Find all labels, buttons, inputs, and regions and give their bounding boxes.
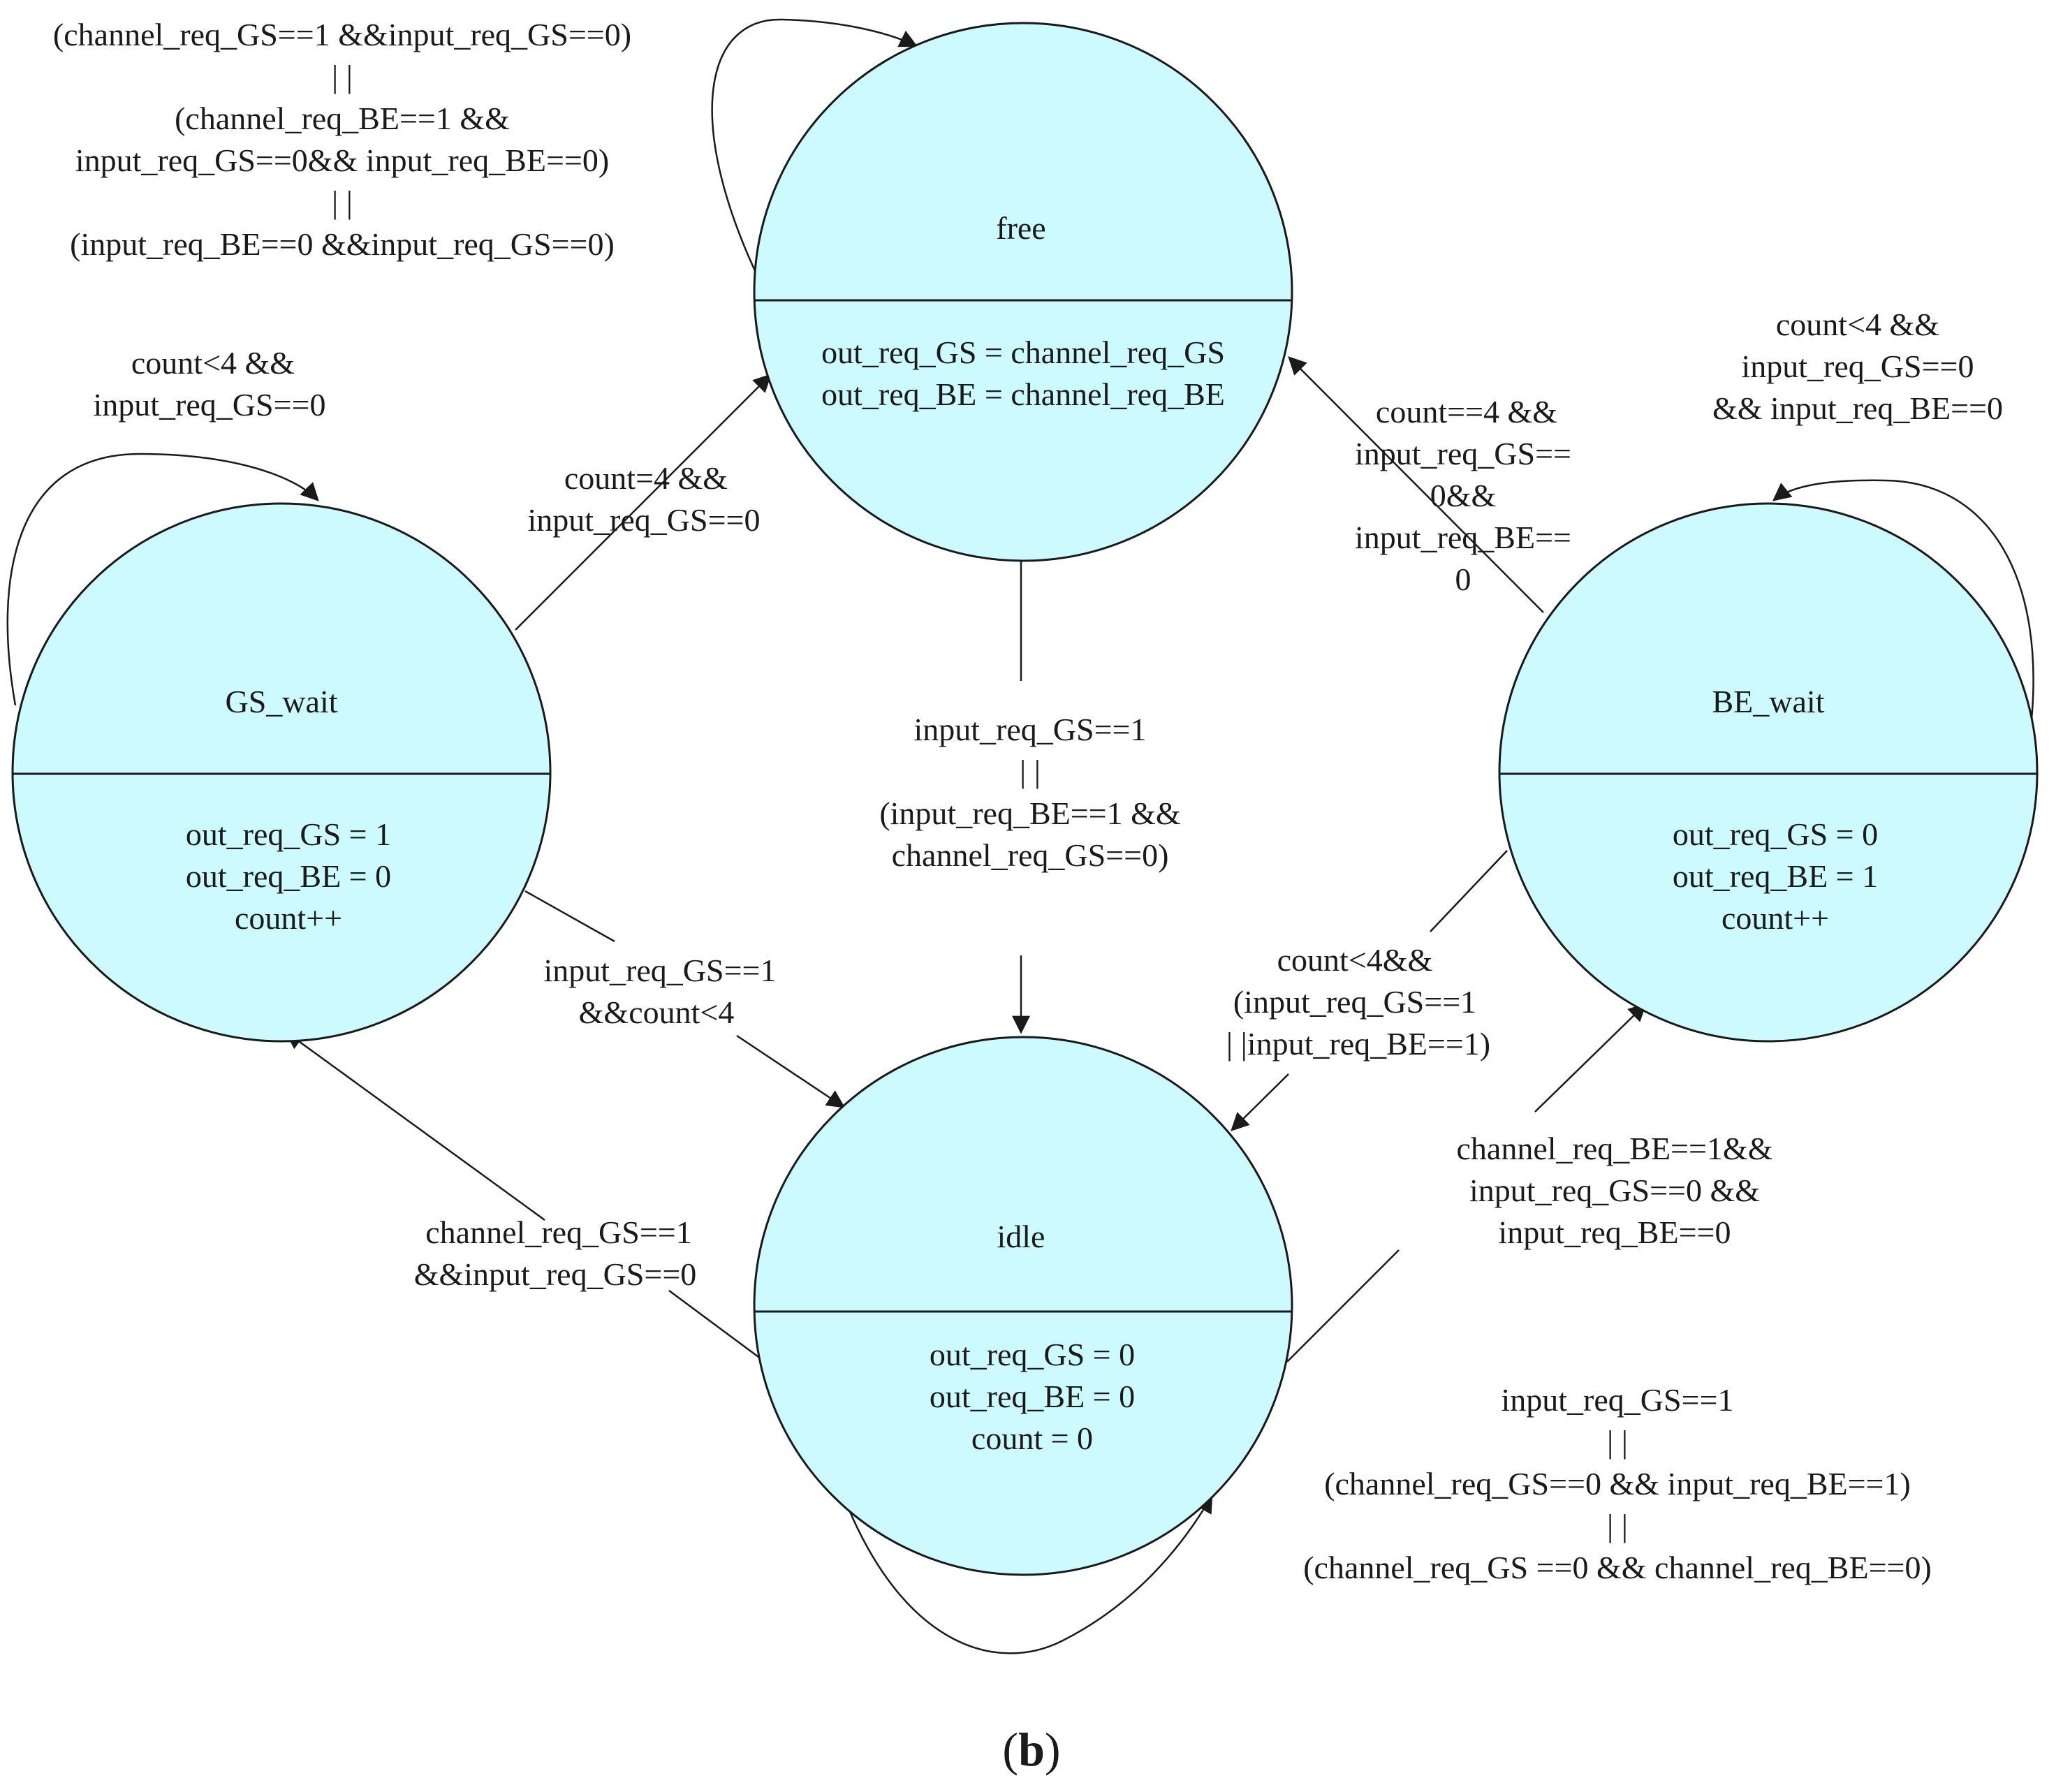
edges — [6, 18, 2034, 1654]
label-gs-wait-self: count<4 && input_req_GS==0 — [94, 345, 326, 423]
edge-be-wait-self-loop — [1772, 479, 2034, 727]
transition-label-line: input_req_GS==0&& input_req_BE==0) — [75, 142, 609, 178]
caption-close-paren: ) — [1045, 1723, 1061, 1776]
transition-label-line: input_req_GS== — [1355, 436, 1571, 471]
label-free-self: (channel_req_GS==1 &&input_req_GS==0) | … — [53, 17, 631, 262]
state-be-wait-name: BE_wait — [1712, 684, 1825, 719]
label-gs-wait-to-idle: input_req_GS==1 &&count<4 — [544, 953, 777, 1030]
state-idle: idle out_req_GS = 0 out_req_BE = 0 count… — [753, 1036, 1293, 1576]
state-free-action: out_req_GS = channel_req_GS — [821, 335, 1225, 370]
transition-label-line: (channel_req_GS==0 && input_req_BE==1) — [1324, 1466, 1911, 1501]
state-be-wait-action: out_req_BE = 1 — [1673, 858, 1878, 894]
transition-label-line: channel_req_BE==1&& — [1457, 1131, 1773, 1166]
label-gs-wait-to-free: count=4 && input_req_GS==0 — [528, 460, 761, 538]
transition-label-line: input_req_BE==0 — [1499, 1214, 1731, 1250]
state-be-wait-action: out_req_GS = 0 — [1673, 816, 1878, 852]
transition-label-line: count<4 && — [1776, 307, 1939, 342]
label-idle-self: input_req_GS==1 | | (channel_req_GS==0 &… — [1303, 1382, 1932, 1585]
transition-label-line: (input_req_GS==1 — [1233, 984, 1476, 1020]
transition-label-line: | | — [1020, 754, 1041, 789]
edge-be-wait-to-free — [1288, 356, 1544, 613]
edge-be-wait-to-idle-arrow — [1231, 1073, 1289, 1131]
transition-label-line: && input_req_BE==0 — [1712, 390, 2003, 426]
transition-label-line: (input_req_BE==0 &&input_req_GS==0) — [70, 226, 615, 262]
transition-label-line: | | — [332, 184, 353, 220]
edge-idle-to-gs-wait-arrow — [284, 1031, 545, 1221]
state-be-wait: BE_wait out_req_GS = 0 out_req_BE = 1 co… — [1498, 502, 2039, 1043]
state-idle-action: out_req_GS = 0 — [930, 1337, 1135, 1372]
edge-idle-self-loop — [847, 1494, 1213, 1654]
label-be-wait-to-free: count==4 && input_req_GS== 0&& input_req… — [1355, 394, 1571, 597]
edge-gs-wait-to-idle-arrow — [736, 1034, 846, 1108]
edge-gs-wait-to-idle — [524, 890, 615, 943]
transition-label-line: input_req_GS==0 — [94, 387, 326, 423]
label-idle-to-be-wait: channel_req_BE==1&& input_req_GS==0 && i… — [1457, 1131, 1773, 1250]
transition-label-line: &&input_req_GS==0 — [414, 1256, 697, 1292]
edge-idle-to-gs-wait — [668, 1289, 762, 1360]
caption-open-paren: ( — [1002, 1723, 1018, 1776]
transition-label-line: input_req_GS==0 — [528, 502, 761, 538]
transition-label-line: | | — [332, 59, 353, 94]
state-be-wait-action: count++ — [1721, 900, 1829, 936]
transition-label-line: (input_req_BE==1 && — [879, 795, 1180, 831]
transition-label-line: count==4 && — [1376, 394, 1557, 429]
transition-label-line: (channel_req_GS ==0 && channel_req_BE==0… — [1303, 1550, 1932, 1585]
state-gs-wait-action: count++ — [235, 900, 342, 936]
transition-label-line: input_req_GS==1 — [1502, 1382, 1734, 1418]
transition-label-line: input_req_BE== — [1355, 520, 1571, 555]
transition-label-line: 0&& — [1430, 478, 1497, 513]
transition-label-line: (channel_req_BE==1 && — [175, 101, 510, 136]
state-gs-wait-action: out_req_GS = 1 — [186, 816, 391, 852]
state-gs-wait: GS_wait out_req_GS = 1 out_req_BE = 0 co… — [11, 502, 552, 1043]
state-idle-action: out_req_BE = 0 — [930, 1379, 1135, 1414]
edge-free-self-loop — [711, 18, 918, 274]
transition-label-line: &&count<4 — [579, 994, 735, 1030]
transition-label-line: count=4 && — [564, 460, 728, 496]
transition-label-line: | |input_req_BE==1) — [1226, 1026, 1490, 1062]
state-free: free out_req_GS = channel_req_GS out_req… — [753, 22, 1293, 562]
edge-be-wait-to-idle — [1430, 850, 1508, 932]
transition-label-line: channel_req_GS==0) — [892, 837, 1169, 873]
state-free-action: out_req_BE = channel_req_BE — [821, 376, 1225, 412]
caption-letter: b — [1018, 1723, 1045, 1776]
transition-label-line: input_req_GS==1 — [914, 712, 1147, 747]
state-gs-wait-name: GS_wait — [226, 684, 338, 719]
edge-gs-wait-self-loop — [6, 453, 319, 706]
transition-label-line: | | — [1607, 1424, 1628, 1460]
label-be-wait-self: count<4 && input_req_GS==0 && input_req_… — [1712, 307, 2003, 426]
edge-idle-to-be-wait-arrow — [1534, 1003, 1647, 1112]
state-idle-action: count = 0 — [971, 1420, 1093, 1456]
edge-idle-to-be-wait — [1286, 1249, 1400, 1363]
label-be-wait-to-idle: count<4&& (input_req_GS==1 | |input_req_… — [1226, 942, 1490, 1062]
state-idle-name: idle — [997, 1219, 1045, 1254]
transition-label-line: input_req_GS==0 && — [1469, 1173, 1760, 1208]
transition-label-line: count<4 && — [131, 345, 295, 381]
transition-label-line: input_req_GS==0 — [1742, 348, 1974, 384]
edge-gs-wait-to-free — [515, 374, 772, 631]
transition-label-line: (channel_req_GS==1 &&input_req_GS==0) — [53, 17, 631, 52]
state-gs-wait-action: out_req_BE = 0 — [186, 858, 391, 894]
figure-caption: (b) — [1002, 1723, 1060, 1776]
transition-label-line: channel_req_GS==1 — [425, 1214, 691, 1250]
state-free-name: free — [996, 210, 1045, 246]
label-free-to-idle: input_req_GS==1 | | (input_req_BE==1 && … — [879, 712, 1180, 873]
transition-label-line: | | — [1607, 1508, 1628, 1543]
transition-label-line: 0 — [1455, 561, 1471, 597]
transition-label-line: input_req_GS==1 — [544, 953, 777, 988]
label-idle-to-gs-wait: channel_req_GS==1 &&input_req_GS==0 — [414, 1214, 697, 1292]
transition-label-line: count<4&& — [1277, 942, 1433, 978]
